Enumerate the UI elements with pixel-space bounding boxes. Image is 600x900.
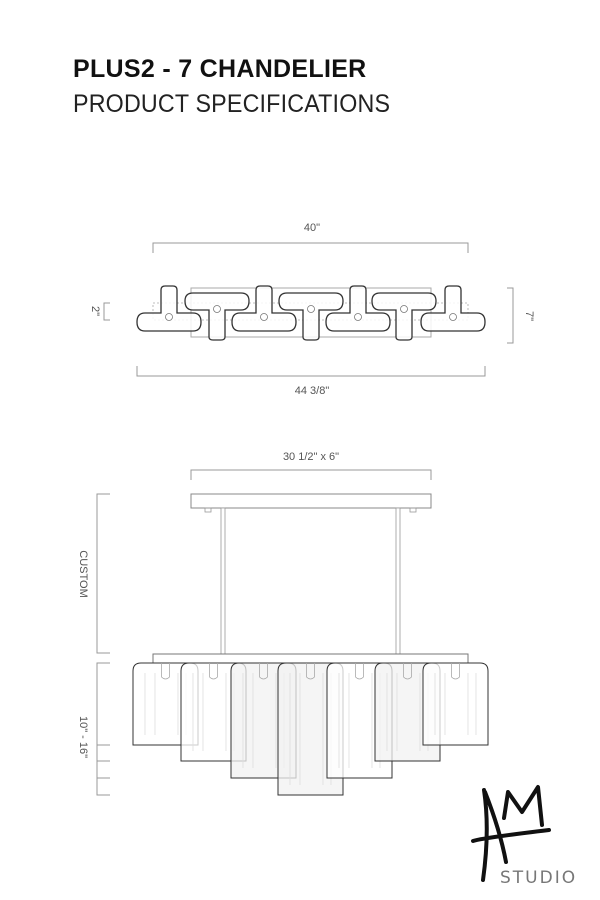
top-view: 40" 44 3/8" 2" 7": [89, 222, 535, 397]
product-subtitle: PRODUCT SPECIFICATIONS: [73, 90, 391, 118]
dimension-2in: [103, 302, 110, 321]
dimension-7in-label: 7": [523, 311, 535, 321]
am-studio-logo: STUDIO: [471, 785, 577, 888]
elevation-view: 30 1/2" x 6" CUSTOM 10" - 16": [77, 451, 489, 796]
dimension-2in-label: 2": [89, 306, 101, 316]
canopy-foot: [409, 507, 417, 513]
arm-shape: [371, 292, 437, 341]
dimension-shade-drop: [96, 662, 110, 796]
arm-shape: [184, 292, 250, 341]
fixture-bar: [152, 653, 469, 664]
rod-left: [220, 507, 226, 655]
arm-shape: [231, 285, 297, 332]
socket-hole: [400, 305, 408, 313]
canopy: [190, 493, 432, 509]
shade-slot: [161, 663, 170, 680]
socket-hole: [260, 313, 268, 321]
dimension-7in: [507, 287, 514, 344]
dimension-40in-label: 40": [304, 222, 320, 234]
arm-shape: [278, 292, 344, 341]
dimension-40in: [152, 242, 469, 253]
dimension-shade-drop-label: 10" - 16": [77, 716, 89, 758]
dimension-custom-label: CUSTOM: [77, 550, 89, 597]
socket-hole: [354, 313, 362, 321]
dimension-canopy: [190, 469, 432, 480]
dimension-canopy-label: 30 1/2" x 6": [283, 451, 339, 463]
socket-hole: [165, 313, 173, 321]
socket-hole: [307, 305, 315, 313]
product-title: PLUS2 - 7 CHANDELIER: [73, 55, 367, 83]
rod-right: [395, 507, 401, 655]
logo-am-mark: [471, 785, 551, 882]
glass-shade: [422, 662, 489, 746]
dimension-44in-label: 44 3/8": [295, 385, 330, 397]
logo-studio-text: STUDIO: [500, 868, 577, 888]
socket-hole: [213, 305, 221, 313]
shade-slot: [259, 663, 268, 680]
shade-slot: [209, 663, 218, 680]
canopy-foot: [204, 507, 212, 513]
shade-slot: [403, 663, 412, 680]
shade-slot: [355, 663, 364, 680]
arm-shape: [136, 285, 202, 332]
arm-shape: [325, 285, 391, 332]
socket-hole: [449, 313, 457, 321]
shade-slot: [451, 663, 460, 680]
dimension-44in: [136, 366, 486, 377]
dimension-custom: [96, 493, 110, 654]
shade-slot: [306, 663, 315, 680]
arm-shape: [420, 285, 486, 332]
